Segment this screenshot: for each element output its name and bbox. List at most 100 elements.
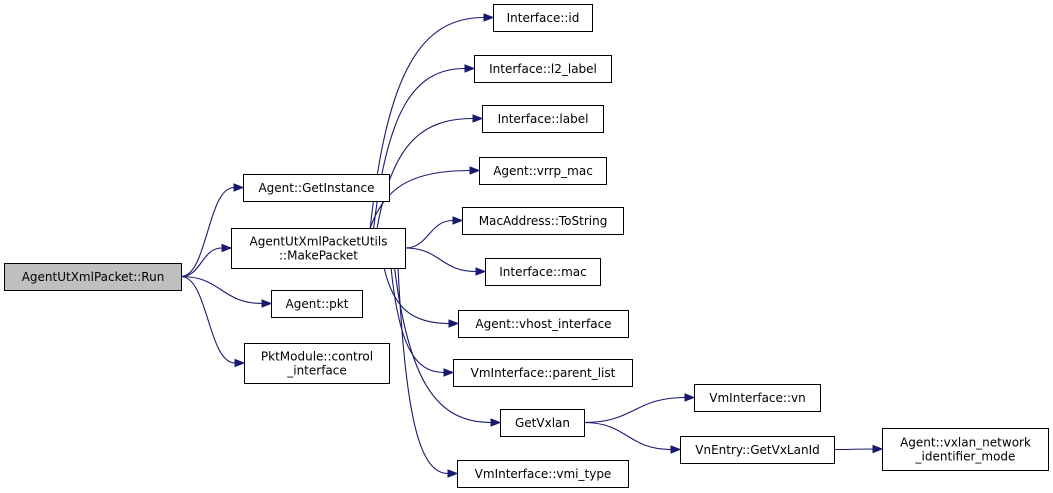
arrowhead: [670, 445, 682, 454]
edge-line: [383, 267, 450, 325]
arrowhead: [464, 64, 476, 73]
node-getvxlan[interactable]: GetVxlan: [500, 409, 585, 437]
node-box: [271, 290, 363, 318]
arrowhead: [448, 319, 460, 328]
node-box: [453, 359, 633, 387]
node-label: Interface::label: [498, 112, 589, 126]
edge-makepacket-to-parent-list: [390, 267, 455, 377]
edge-getvxlanid-to-vxlan-mode: [833, 444, 884, 454]
edge-line: [369, 169, 471, 229]
edge-makepacket-to-vhost-interface: [383, 267, 460, 328]
arrowhead: [447, 469, 459, 478]
edges-layer: [180, 13, 884, 478]
node-label: MacAddress::ToString: [479, 214, 608, 228]
edge-line: [583, 396, 686, 424]
node-getvxlanid[interactable]: VnEntry::GetVxLanId: [680, 436, 835, 464]
node-label: Agent::vxlan_network: [900, 436, 1031, 450]
node-mac-tostring[interactable]: MacAddress::ToString: [462, 207, 624, 235]
node-label: _interface: [286, 364, 347, 378]
node-label: AgentUtXmlPacket::Run: [22, 270, 165, 284]
node-vxlan-mode[interactable]: Agent::vxlan_network_identifier_mode: [882, 428, 1049, 471]
node-label: VmInterface::vn: [709, 391, 805, 405]
arrowhead: [234, 358, 246, 368]
edge-makepacket-to-vmi-type: [397, 267, 459, 478]
edge-getvxlan-to-vmi-vn: [583, 393, 696, 424]
node-box: [474, 55, 612, 83]
node-label: Agent::pkt: [286, 297, 349, 311]
node-box: [462, 207, 624, 235]
node-label: Agent::vrrp_mac: [493, 164, 593, 178]
arrowhead: [452, 216, 464, 225]
arrowhead: [872, 444, 884, 454]
node-label: VnEntry::GetVxLanId: [695, 443, 819, 457]
node-box: [4, 263, 182, 291]
node-vrrp-mac[interactable]: Agent::vrrp_mac: [479, 157, 607, 185]
node-box: [482, 105, 604, 133]
node-label: VmInterface::vmi_type: [475, 467, 612, 481]
node-iface-id[interactable]: Interface::id: [493, 4, 593, 32]
node-label: AgentUtXmlPacketUtils: [250, 235, 388, 249]
arrowhead: [684, 393, 696, 402]
edge-line: [180, 275, 236, 364]
node-getinstance[interactable]: Agent::GetInstance: [243, 174, 390, 202]
node-box: [680, 436, 835, 464]
node-label: Agent::vhost_interface: [475, 317, 611, 331]
edge-line: [180, 186, 235, 278]
edge-line: [394, 267, 492, 424]
node-label: ::MakePacket: [279, 249, 358, 263]
node-parent-list[interactable]: VmInterface::parent_list: [453, 359, 633, 387]
edge-makepacket-to-iface-id: [369, 13, 495, 229]
arrowhead: [483, 13, 495, 22]
edge-line: [583, 421, 672, 451]
node-label: PktModule::control: [261, 350, 373, 364]
node-box: [458, 310, 629, 338]
arrowhead: [490, 418, 502, 427]
edge-line: [180, 275, 263, 305]
node-label: _identifier_mode: [915, 450, 1016, 464]
node-vmi-type[interactable]: VmInterface::vmi_type: [457, 460, 629, 488]
node-box: [694, 384, 821, 412]
node-box: [457, 460, 629, 488]
edge-line: [404, 219, 454, 249]
node-box: [231, 228, 406, 269]
edge-makepacket-to-iface-l2-label: [373, 64, 476, 229]
edge-run-to-pkt: [180, 275, 273, 308]
edge-run-to-makepacket: [180, 243, 233, 278]
node-label: GetVxlan: [515, 416, 570, 430]
edge-line: [833, 448, 874, 451]
edge-line: [397, 267, 449, 475]
node-pkt[interactable]: Agent::pkt: [271, 290, 363, 318]
node-iface-label[interactable]: Interface::label: [482, 105, 604, 133]
node-iface-l2-label[interactable]: Interface::l2_label: [474, 55, 612, 83]
nodes-layer: AgentUtXmlPacket::RunAgent::GetInstanceA…: [4, 4, 1049, 488]
node-label: Agent::GetInstance: [258, 181, 374, 195]
node-makepacket[interactable]: AgentUtXmlPacketUtils::MakePacket: [231, 228, 406, 269]
node-label: Interface::mac: [499, 265, 586, 279]
arrowhead: [233, 183, 245, 192]
node-box: [244, 343, 390, 384]
edge-makepacket-to-vrrp-mac: [369, 166, 481, 229]
node-control-interface[interactable]: PktModule::control_interface: [244, 343, 390, 384]
node-box: [485, 258, 601, 286]
node-label: VmInterface::parent_list: [471, 366, 616, 380]
node-run: AgentUtXmlPacket::Run: [4, 263, 182, 291]
arrowhead: [443, 368, 455, 377]
edge-run-to-getinstance: [180, 183, 245, 278]
edge-run-to-control-interface: [180, 275, 246, 368]
edge-makepacket-to-iface-mac: [404, 247, 487, 276]
node-vhost-interface[interactable]: Agent::vhost_interface: [458, 310, 629, 338]
node-vmi-vn[interactable]: VmInterface::vn: [694, 384, 821, 412]
node-box: [479, 157, 607, 185]
edge-line: [373, 67, 466, 229]
node-iface-mac[interactable]: Interface::mac: [485, 258, 601, 286]
node-box: [882, 428, 1049, 471]
node-box: [243, 174, 390, 202]
arrowhead: [261, 299, 273, 308]
edge-line: [369, 16, 485, 229]
edge-makepacket-to-mac-tostring: [404, 216, 464, 249]
node-label: Interface::l2_label: [489, 62, 597, 76]
arrowhead: [475, 267, 487, 276]
arrowhead: [469, 166, 481, 175]
arrowhead: [472, 114, 484, 123]
